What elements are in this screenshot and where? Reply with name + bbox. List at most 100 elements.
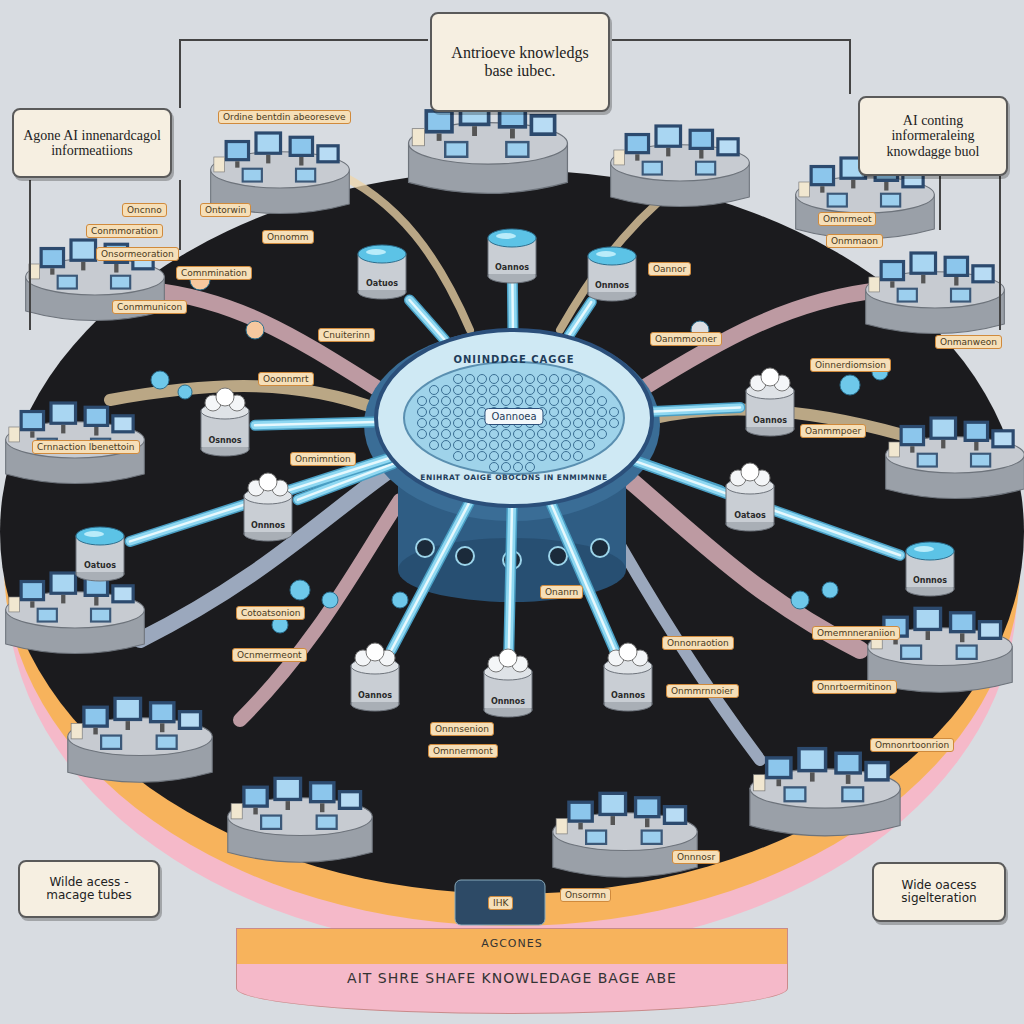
- agent-node: Oannos: [740, 375, 800, 437]
- tag-label: Ontorwin: [200, 203, 251, 217]
- agent-shape: [900, 535, 960, 597]
- box-text: Antrioeve knowledgs base iubec.: [437, 44, 603, 79]
- tag-label: Cnuiterinn: [318, 328, 375, 342]
- workstation-clusters: [6, 99, 1024, 877]
- tag-label: Onnnosr: [672, 850, 720, 864]
- agent-node: Onnnos: [238, 480, 298, 542]
- agent-node: Osnnos: [195, 395, 255, 457]
- tag-label: Onnonraotion: [662, 636, 734, 650]
- tag-label: Onnnsenion: [430, 722, 494, 736]
- tag-label: Ordine bentdin abeoreseve: [218, 110, 351, 124]
- tag-label: Ocnmermeont: [232, 648, 307, 662]
- tag-label: Omnonrtoonrion: [870, 738, 954, 752]
- tag-label: Onnrtoermitinon: [812, 680, 897, 694]
- agent-label: Oatuos: [70, 561, 130, 570]
- tag-label: Onnomm: [262, 230, 314, 244]
- agent-label: Oannos: [598, 691, 658, 700]
- platform: [0, 170, 1024, 952]
- agent-label: Oataos: [720, 511, 780, 520]
- spheres: [151, 270, 888, 633]
- tag-label: Omnrmeot: [818, 212, 876, 226]
- ink-box: [455, 880, 545, 925]
- agent-node: Onnnos: [478, 656, 538, 718]
- callout-box: AI conting informeraleing knowdagge buol: [858, 96, 1008, 176]
- base-band: AGCONES AIT SHRE SHAFE KNOWLEDAGE BAGE AB…: [236, 928, 788, 1014]
- tag-label: Conmmunicon: [112, 300, 187, 314]
- agent-shape: [740, 375, 800, 437]
- box-text: Wide oacess sigelteration: [879, 879, 999, 905]
- box-text: AI conting informeraleing knowdagge buol: [865, 113, 1001, 159]
- tag-label: Omnnermont: [428, 744, 498, 758]
- box-text: Agone AI innenardcagol informeatiions: [19, 128, 165, 159]
- connector-tube: [410, 300, 445, 340]
- callout-box: Agone AI innenardcagol informeatiions: [12, 108, 172, 178]
- tag-label: Oanmmooner: [650, 332, 722, 346]
- tag-label: Crnnaction lbenettoin: [32, 440, 140, 454]
- agent-label: Oannos: [740, 416, 800, 425]
- agent-label: Onnnos: [478, 697, 538, 706]
- agent-node: Oatuos: [352, 238, 412, 300]
- tag-label: Ooonnmrt: [258, 372, 314, 386]
- agent-shape: [482, 222, 542, 284]
- box-text: AIT SHRE SHAFE KNOWLEDAGE BAGE ABE: [347, 970, 677, 986]
- hub-base: [364, 329, 660, 925]
- tag-label: Oanmmpoer: [800, 424, 866, 438]
- tag-label: Cotoatsonion: [236, 606, 305, 620]
- agent-shape: [238, 480, 298, 542]
- tag-label: Omemnneraniion: [812, 626, 900, 640]
- agent-shape: [195, 395, 255, 457]
- box-text: AGCONES: [481, 937, 542, 950]
- agent-shape: [720, 470, 780, 532]
- note-box: Wide oacess sigelteration: [872, 862, 1006, 922]
- tag-label: Onmmaon: [826, 234, 883, 248]
- agent-label: Osnnos: [195, 436, 255, 445]
- agent-shape: [345, 650, 405, 712]
- connector-tube: [512, 284, 514, 328]
- tag-label: Oannor: [648, 262, 691, 276]
- agent-node: Onnnos: [900, 535, 960, 597]
- note-box: Wilde acess - macage tubes: [18, 860, 160, 918]
- connector-tube: [569, 302, 591, 335]
- tag-label: Onsormn: [560, 888, 611, 902]
- title-callout: Antrioeve knowledgs base iubec.: [430, 12, 610, 112]
- tag-label: Onmanweon: [935, 335, 1002, 349]
- agent-label: Onnnos: [238, 521, 298, 530]
- tag-label: Onsormeoration: [96, 247, 179, 261]
- tag-label: Oinnerdiomsion: [810, 358, 891, 372]
- agent-label: Onnnos: [582, 281, 642, 290]
- connector-tube: [391, 503, 469, 650]
- connector-tube: [654, 407, 740, 411]
- knowledge-hub: ONIINDDGE CAGGEOannoeaENIHRAT OAIGE OBOC…: [374, 328, 654, 508]
- connector-tube: [130, 458, 389, 541]
- agent-label: Onnnos: [900, 576, 960, 585]
- box-text: Wilde acess - macage tubes: [25, 876, 153, 902]
- connector-tube: [552, 505, 615, 650]
- tag-label: IHK: [488, 896, 513, 910]
- agent-shape: [352, 238, 412, 300]
- agent-node: Oannos: [598, 650, 658, 712]
- tag-label: Comnmination: [176, 266, 252, 280]
- connector-tube: [637, 462, 901, 556]
- agent-node: Oataos: [720, 470, 780, 532]
- agent-node: Onnnos: [582, 240, 642, 302]
- agent-shape: [582, 240, 642, 302]
- hub-label: ONIINDDGE CAGGE: [374, 354, 654, 365]
- agent-shape: [478, 656, 538, 718]
- agent-label: Oatuos: [352, 279, 412, 288]
- hub-label: ENIHRAT OAIGE OBOCDNS IN ENMIMNNE: [374, 473, 654, 482]
- agent-shape: [598, 650, 658, 712]
- ribbons: [110, 170, 920, 760]
- connector-tube: [255, 422, 374, 425]
- tag-label: Conmmoration: [86, 224, 163, 238]
- agent-node: Oannos: [482, 222, 542, 284]
- agent-label: Oannos: [345, 691, 405, 700]
- agent-shape: [70, 520, 130, 582]
- tag-label: Onmimntion: [290, 452, 356, 466]
- agent-label: Oannos: [482, 263, 542, 272]
- agent-node: Oatuos: [70, 520, 130, 582]
- tag-label: Oncnno: [122, 203, 167, 217]
- agent-node: Oannos: [345, 650, 405, 712]
